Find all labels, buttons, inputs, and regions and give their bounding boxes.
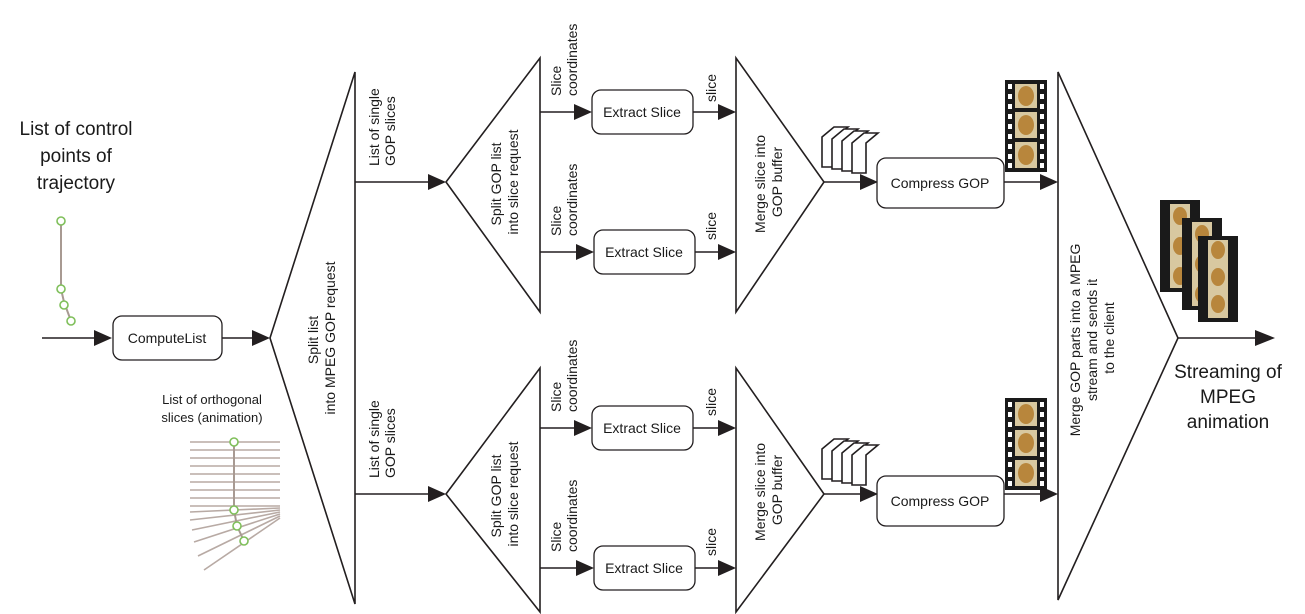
top-merge-label: Merge slice into GOP buffer: [752, 131, 785, 233]
split-mpeg-triangle: [269, 71, 356, 605]
orthogonal-slices-line-1: List of orthogonal: [162, 392, 262, 407]
bb-extract-slice-label: Extract Slice: [605, 560, 683, 576]
control-points-title-lines: List of control points of trajectory: [20, 119, 133, 194]
control-point: [56, 216, 66, 226]
orthogonal-slices-sketch: [189, 437, 281, 571]
control-points-line-2: points of: [40, 146, 113, 167]
bottom-merge-triangle: [735, 365, 825, 614]
tb-slice-label: slice: [703, 212, 719, 240]
trajectory-path: [60, 221, 72, 322]
bb-slice-label: slice: [703, 528, 719, 556]
bottom-film-strip-icon: [1005, 398, 1047, 490]
bottom-list-single-gop: List of single GOP slices: [366, 396, 398, 478]
streaming-line-2: MPEG: [1200, 387, 1256, 408]
control-points-line-3: trajectory: [37, 173, 116, 194]
top-frame-stack-icon: [821, 126, 881, 174]
bottom-compress-gop-box: [876, 475, 1005, 527]
top-film-strip-icon: [1005, 80, 1047, 172]
control-point: [229, 505, 239, 515]
bottom-merge-label: Merge slice into GOP buffer: [752, 439, 785, 541]
bottom-compress-gop-label: Compress GOP: [891, 493, 990, 509]
bottom-split-gop-triangle: [444, 365, 541, 614]
control-point: [239, 536, 249, 546]
tt-slice-coordinates: Slice coordinates: [548, 24, 580, 96]
bt-slice-label: slice: [703, 388, 719, 416]
top-compress-gop-box: [876, 157, 1005, 209]
top-list-single-gop: List of single GOP slices: [366, 84, 398, 166]
bottom-split-gop-label: Split GOP list into slice request: [488, 441, 521, 546]
control-points-line-1: List of control: [20, 119, 133, 140]
tb-slice-coordinates: Slice coordinates: [548, 164, 580, 236]
split-mpeg-line-2: into MPEG GOP request: [322, 261, 338, 414]
input-arrowhead: [94, 330, 112, 346]
control-point: [56, 284, 66, 294]
top-branch-arrowhead: [428, 174, 446, 190]
output-film-strips-icon: [1160, 200, 1238, 322]
control-point: [232, 521, 242, 531]
orthogonal-slices-line-2: slices (animation): [161, 410, 262, 425]
compute-to-split-arrowhead: [252, 330, 270, 346]
control-point: [66, 316, 76, 326]
bb-slice-coordinates: Slice coordinates: [548, 480, 580, 552]
top-split-gop-triangle: [445, 55, 541, 315]
bottom-branch-arrowhead: [428, 486, 446, 502]
control-point: [59, 300, 69, 310]
control-point: [229, 437, 239, 447]
output-arrowhead: [1255, 330, 1275, 346]
streaming-line-3: animation: [1187, 412, 1269, 433]
top-compress-gop-label: Compress GOP: [891, 175, 990, 191]
bottom-frame-stack-icon: [821, 438, 881, 486]
tb-extract-slice-label: Extract Slice: [605, 244, 683, 260]
split-mpeg-label: Split list into MPEG GOP request: [305, 261, 338, 414]
streaming-line-1: Streaming of: [1174, 362, 1282, 383]
slices-trajectory-path: [233, 442, 245, 542]
tt-slice-label: slice: [703, 74, 719, 102]
compute-list-label: ComputeList: [128, 330, 207, 346]
split-mpeg-line-1: Split list: [305, 316, 321, 364]
final-merge-label: Merge GOP parts into a MPEG stream and s…: [1067, 240, 1117, 437]
bt-slice-coordinates: Slice coordinates: [548, 340, 580, 412]
tt-extract-slice-label: Extract Slice: [603, 104, 681, 120]
trajectory-sketch: [56, 216, 76, 326]
final-merge-triangle: [1057, 71, 1179, 601]
bt-extract-slice-label: Extract Slice: [603, 420, 681, 436]
top-split-gop-label: Split GOP list into slice request: [488, 129, 521, 234]
top-merge-triangle: [735, 55, 825, 315]
film-strip-3: [1198, 236, 1238, 322]
